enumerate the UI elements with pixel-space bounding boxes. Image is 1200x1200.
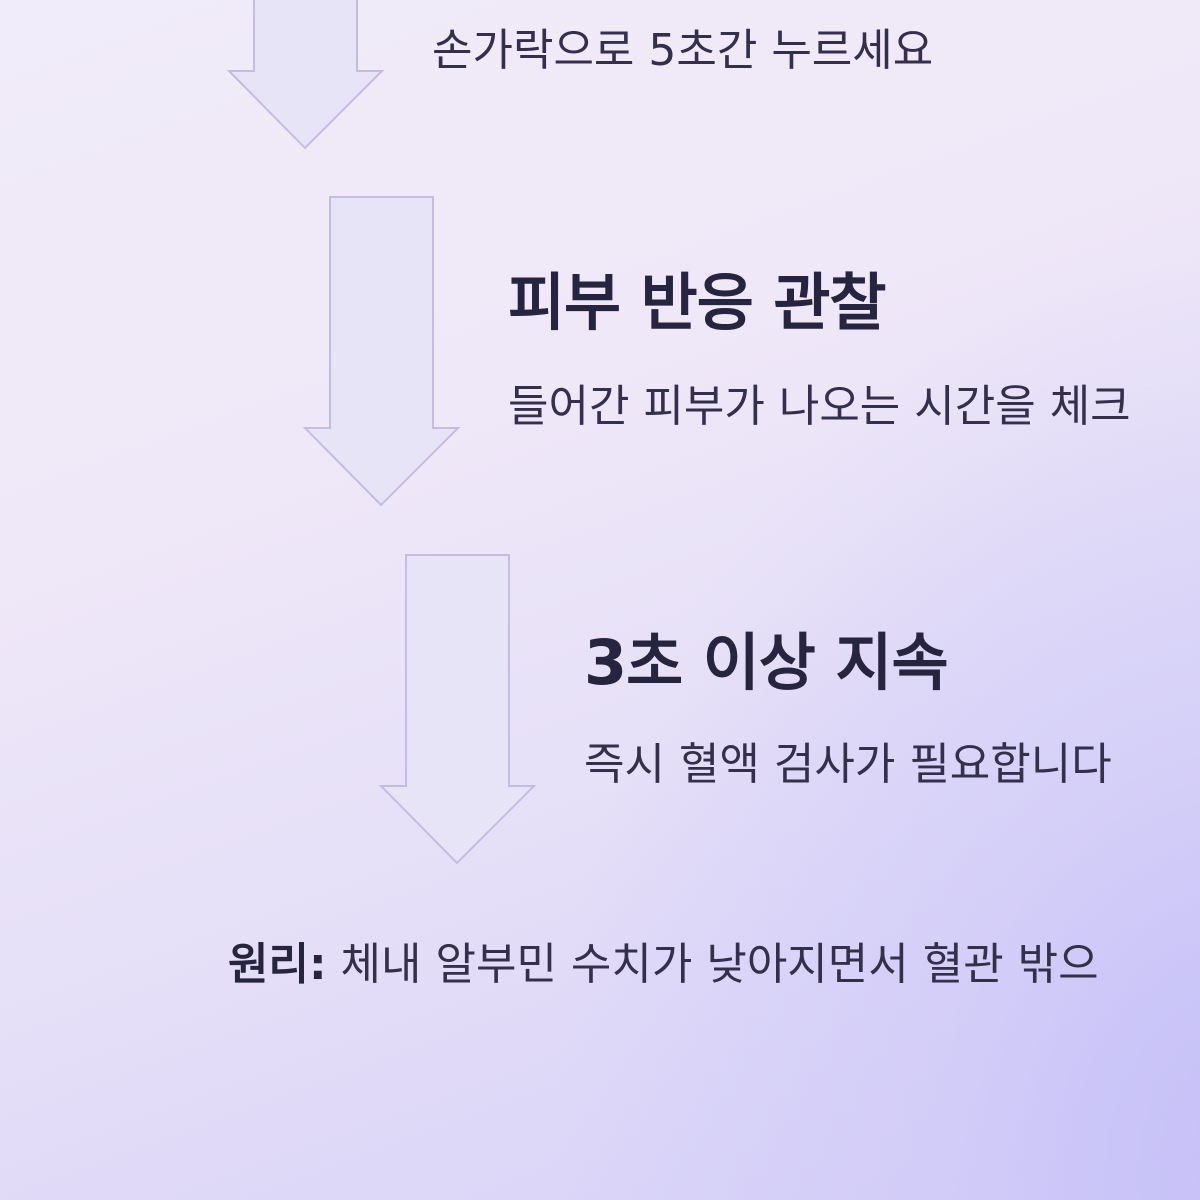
principle-note: 원리: 체내 알부민 수치가 낮아지면서 혈관 밖으 — [228, 928, 1099, 992]
step-3-arrow-icon — [378, 554, 537, 865]
step-3-title: 3초 이상 지속 — [584, 626, 949, 699]
step-1-arrow-icon — [226, 0, 385, 150]
step-2-arrow-icon — [302, 196, 461, 507]
step-3-description: 즉시 혈액 검사가 필요합니다 — [584, 739, 1112, 790]
principle-text: 체내 알부민 수치가 낮아지면서 혈관 밖으 — [326, 939, 1099, 990]
step-2-title: 피부 반응 관찰 — [508, 266, 886, 339]
step-1-description: 손가락으로 5초간 누르세요 — [432, 25, 934, 76]
step-2-description: 들어간 피부가 나오는 시간을 체크 — [508, 381, 1131, 432]
principle-label: 원리: — [228, 939, 327, 990]
